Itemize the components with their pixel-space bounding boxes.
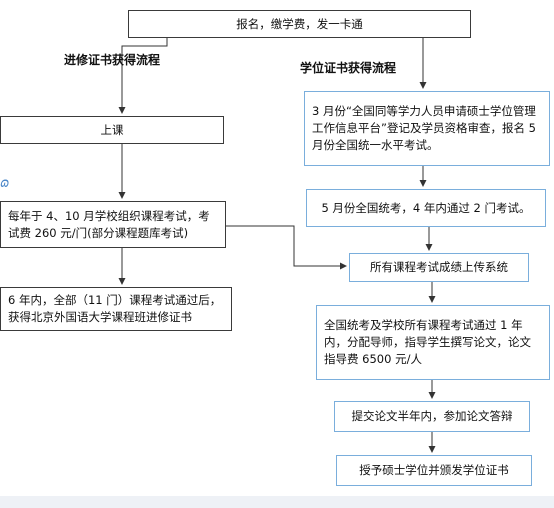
certificate-box: 6 年内，全部（11 门）课程考试通过后，获得北京外国语大学课程班进修证书 xyxy=(0,287,232,331)
attend-class-text: 上课 xyxy=(100,122,124,137)
attend-class-box: 上课 xyxy=(0,116,224,144)
national-exam-text: 5 月份全国统考，4 年内通过 2 门考试。 xyxy=(321,200,531,215)
upload-scores-box: 所有课程考试成绩上传系统 xyxy=(349,253,529,282)
connector-exams-to-upload xyxy=(226,225,347,270)
award-degree-box: 授予硕士学位并颁发学位证书 xyxy=(336,455,532,486)
training-track-heading: 进修证书获得流程 xyxy=(64,53,161,67)
bottom-band xyxy=(0,496,554,508)
registration-box: 报名，缴学费，发一卡通 xyxy=(128,10,471,38)
thesis-defense-box: 提交论文半年内，参加论文答辩 xyxy=(334,401,530,432)
assign-advisor-box: 全国统考及学校所有课程考试通过 1 年内，分配导师，指导学生撰写论文，论文指导费… xyxy=(316,305,550,380)
apply-register-text: 3 月份“全国同等学力人员申请硕士学位管理工作信息平台”登记及学员资格审查，报名… xyxy=(312,104,536,152)
connector-registration-to-class xyxy=(118,38,168,114)
assign-advisor-text: 全国统考及学校所有课程考试通过 1 年内，分配导师，指导学生撰写论文，论文指导费… xyxy=(324,318,531,366)
upload-scores-text: 所有课程考试成绩上传系统 xyxy=(370,260,508,274)
decorative-mark: ɷ xyxy=(0,176,10,191)
course-exams-text: 每年于 4、10 月学校组织课程考试，考试费 260 元/门(部分课程题库考试) xyxy=(8,208,210,240)
degree-track-heading: 学位证书获得流程 xyxy=(300,61,397,75)
national-exam-box: 5 月份全国统考，4 年内通过 2 门考试。 xyxy=(306,189,546,227)
registration-text: 报名，缴学费，发一卡通 xyxy=(236,16,363,31)
course-exams-box: 每年于 4、10 月学校组织课程考试，考试费 260 元/门(部分课程题库考试) xyxy=(0,201,226,248)
thesis-defense-text: 提交论文半年内，参加论文答辩 xyxy=(351,409,513,423)
award-degree-text: 授予硕士学位并颁发学位证书 xyxy=(359,463,509,477)
certificate-text: 6 年内，全部（11 门）课程考试通过后，获得北京外国语大学课程班进修证书 xyxy=(8,293,222,324)
apply-register-box: 3 月份“全国同等学力人员申请硕士学位管理工作信息平台”登记及学员资格审查，报名… xyxy=(304,91,550,166)
